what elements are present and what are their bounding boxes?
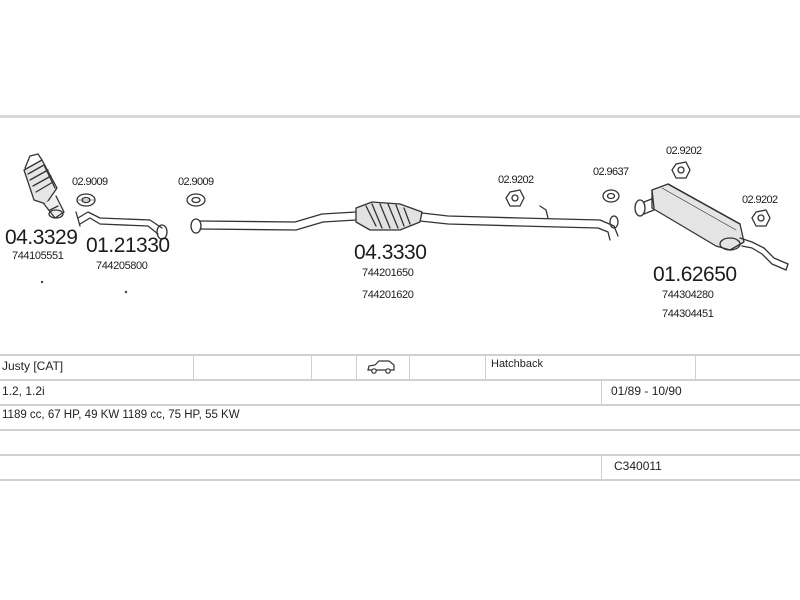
part-number-clip-4: 02.9637 <box>593 166 629 178</box>
rubber-hanger-icon-1 <box>505 189 525 207</box>
part-number-rear-silencer: 01.62650 <box>653 263 737 286</box>
oem-number-main-cat-1: 744201650 <box>362 267 414 279</box>
rubber-hanger-icon-2 <box>671 161 691 179</box>
part-number-clip-6: 02.9202 <box>742 194 778 206</box>
part-number-clip-1: 02.9009 <box>72 176 108 188</box>
vehicle-info-table: Justy [CAT] Hatchback 1.2, 1.2i 01/89 - … <box>0 354 800 481</box>
oem-number-cat-front: 744105551 <box>12 250 64 262</box>
clamp-icon <box>602 189 620 203</box>
hatchback-car-icon <box>366 360 396 377</box>
table-row-empty <box>0 431 800 456</box>
part-number-clip-2: 02.9009 <box>178 176 214 188</box>
exhaust-diagram <box>23 153 789 294</box>
vehicle-code: C340011 <box>614 459 662 473</box>
rubber-hanger-icon-3 <box>751 209 771 227</box>
front-catalytic-converter-icon <box>23 153 65 219</box>
vehicle-specs: 1189 cc, 67 HP, 49 KW 1189 cc, 75 HP, 55… <box>2 409 240 421</box>
oem-number-rear-silencer-2: 744304451 <box>662 308 714 320</box>
table-row-specs: 1189 cc, 67 HP, 49 KW 1189 cc, 75 HP, 55… <box>0 406 800 431</box>
part-number-cat-front: 04.3329 <box>5 226 78 249</box>
vehicle-engine: 1.2, 1.2i <box>2 384 45 398</box>
gasket-icon-2 <box>186 193 206 207</box>
oem-number-main-cat-2: 744201620 <box>362 289 414 301</box>
vehicle-body-type: Hatchback <box>491 358 543 370</box>
table-row-model: Justy [CAT] Hatchback <box>0 354 800 381</box>
vehicle-model: Justy [CAT] <box>2 359 64 373</box>
part-number-main-cat: 04.3330 <box>354 241 427 264</box>
rear-silencer-icon <box>634 183 789 271</box>
oem-number-rear-silencer-1: 744304280 <box>662 289 714 301</box>
vehicle-years: 01/89 - 10/90 <box>611 384 682 398</box>
part-number-clip-3: 02.9202 <box>498 174 534 186</box>
main-catalytic-converter-icon <box>190 201 619 241</box>
oem-number-front-pipe: 744205800 <box>96 260 148 272</box>
table-row-code: C340011 <box>0 456 800 481</box>
part-number-front-pipe: 01.21330 <box>86 234 170 257</box>
table-row-engine: 1.2, 1.2i 01/89 - 10/90 <box>0 381 800 406</box>
top-divider <box>0 115 800 118</box>
part-number-clip-5: 02.9202 <box>666 145 702 157</box>
gasket-icon-1 <box>76 193 96 207</box>
front-pipe-icon <box>75 211 168 240</box>
